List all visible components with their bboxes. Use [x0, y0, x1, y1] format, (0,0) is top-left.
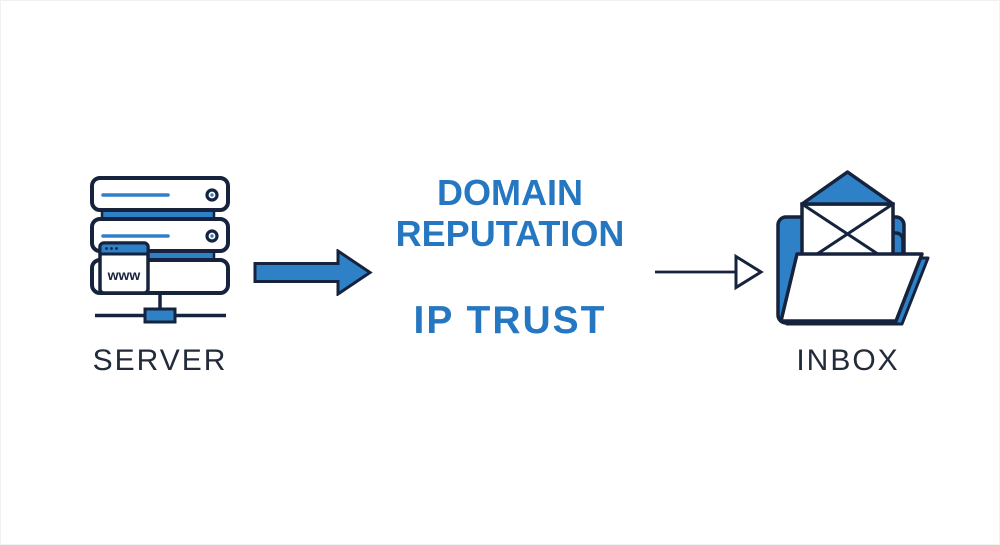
- flow-heading: DOMAIN REPUTATION IP TRUST: [335, 172, 685, 343]
- heading-line-domain: DOMAIN: [437, 172, 583, 213]
- inbox-label: INBOX: [796, 344, 900, 377]
- thin-arrow-icon: [650, 252, 765, 292]
- envelope-icon: [800, 170, 895, 266]
- inbox-icon-svg: [776, 170, 930, 326]
- browser-www-text: www: [107, 267, 141, 283]
- network-node: [143, 307, 177, 324]
- flow-arrow-icon: [253, 249, 373, 296]
- folder-front-panel: [779, 252, 930, 326]
- inbox-icon: [766, 160, 931, 332]
- rack-unit-1: [90, 176, 230, 222]
- server-label: SERVER: [92, 344, 228, 377]
- envelope-flap: [800, 170, 895, 206]
- browser-window-icon: www: [98, 241, 150, 295]
- heading-line-reputation: REPUTATION: [395, 213, 625, 254]
- server-icon: www: [85, 163, 235, 335]
- heading-line-ip-trust: IP TRUST: [413, 299, 607, 342]
- server-icon-svg: www: [90, 176, 230, 324]
